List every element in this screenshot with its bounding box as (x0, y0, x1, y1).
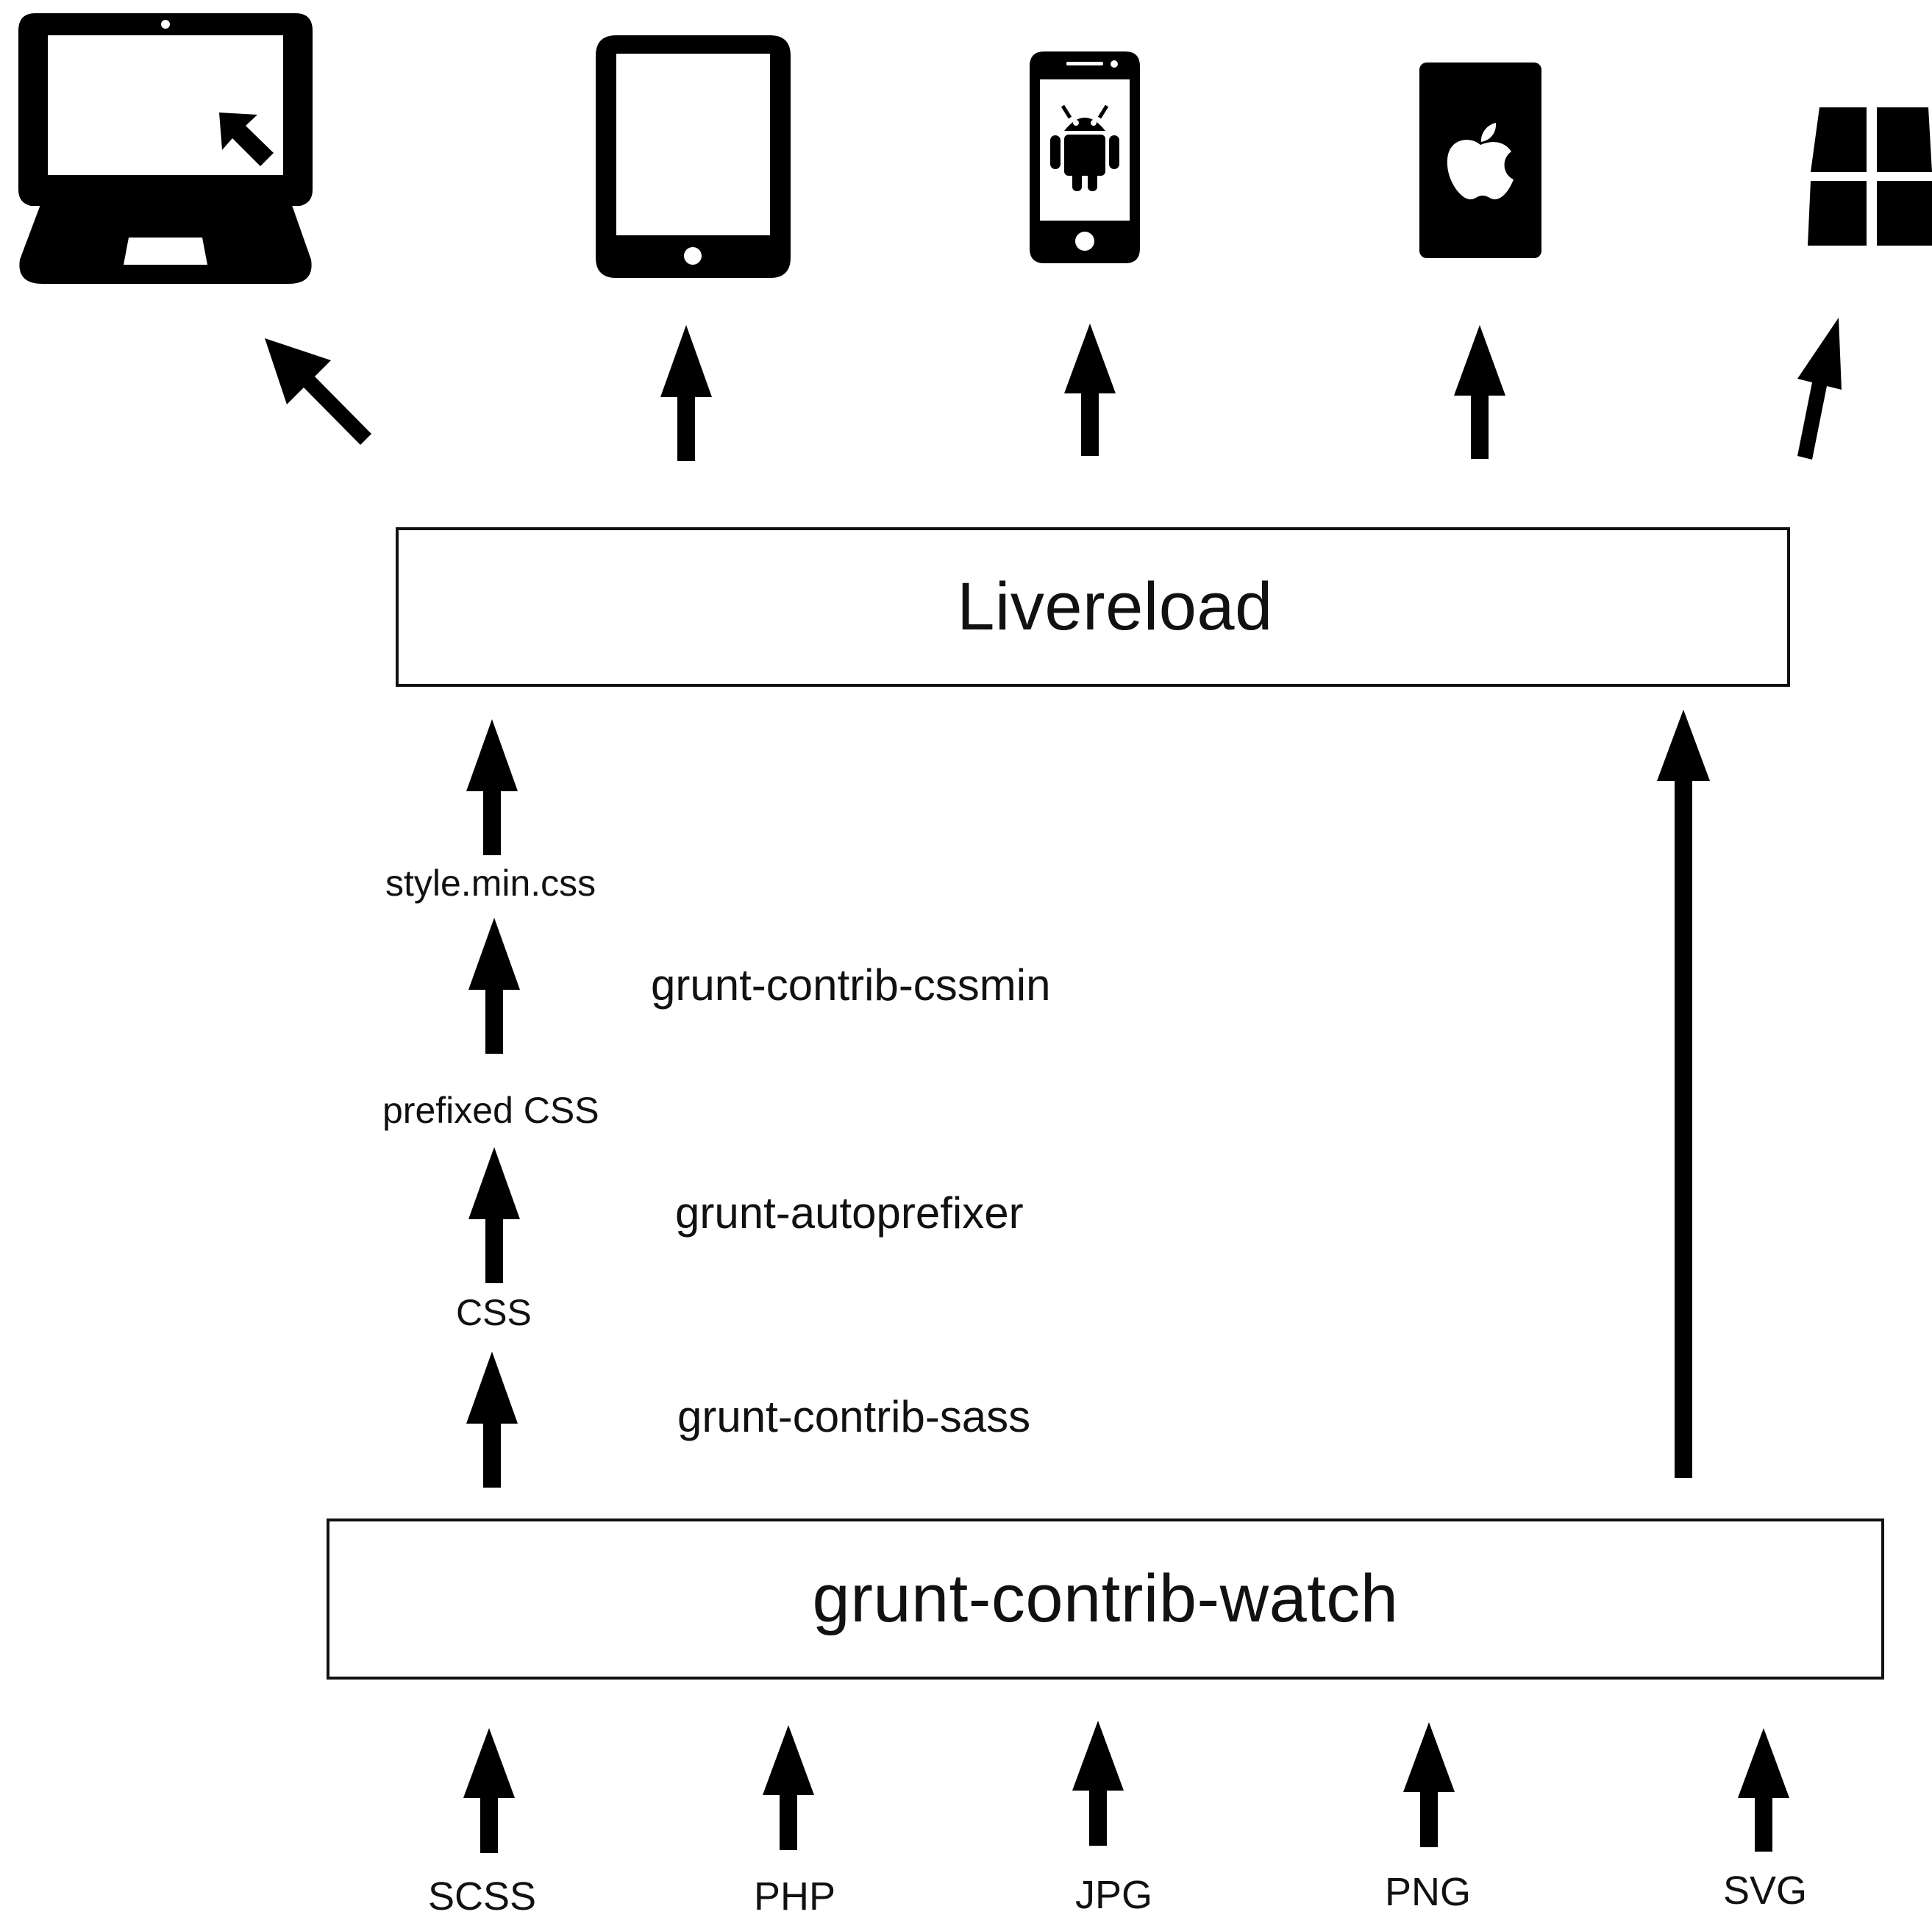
source-label-png: PNG (1385, 1870, 1472, 1914)
laptop-icon (18, 13, 313, 284)
css-label: CSS (456, 1292, 532, 1333)
arrow-to-windows (1797, 318, 1842, 460)
tablet-icon (596, 35, 791, 278)
step-label-cssmin: grunt-contrib-cssmin (651, 960, 1051, 1010)
arrow-cssmin (468, 918, 520, 1054)
arrow-sass (466, 1352, 518, 1488)
arrow-autoprefixer (468, 1147, 520, 1283)
step-label-autoprefixer: grunt-autoprefixer (675, 1188, 1024, 1238)
android-phone-icon (1030, 51, 1140, 263)
livereload-box: Livereload (396, 527, 1790, 687)
watch-box: grunt-contrib-watch (327, 1518, 1884, 1680)
step-label-sass: grunt-contrib-sass (677, 1392, 1031, 1441)
source-label-php: PHP (754, 1874, 836, 1919)
arrow-to-android (1064, 324, 1116, 456)
arrow-from-svg (1738, 1728, 1789, 1852)
arrow-to-livereload (466, 719, 518, 855)
arrow-watch-to-livereload (1657, 710, 1710, 1478)
arrow-to-laptop (265, 338, 371, 445)
watch-label: grunt-contrib-watch (812, 1561, 1399, 1636)
arrow-from-png (1403, 1722, 1455, 1847)
prefixed-css-label: prefixed CSS (382, 1090, 599, 1131)
source-label-scss: SCSS (428, 1874, 537, 1919)
arrow-from-php (763, 1725, 814, 1850)
livereload-label: Livereload (957, 569, 1273, 644)
source-label-svg: SVG (1723, 1869, 1808, 1913)
output-file-label: style.min.css (385, 863, 596, 904)
arrow-to-ipad (1454, 325, 1505, 459)
windows-icon (1808, 107, 1932, 246)
arrow-from-scss (463, 1728, 515, 1853)
arrow-from-jpg (1072, 1721, 1124, 1846)
arrow-to-tablet (660, 325, 712, 461)
source-label-jpg: JPG (1075, 1873, 1153, 1917)
apple-ipad-icon (1419, 63, 1541, 258)
